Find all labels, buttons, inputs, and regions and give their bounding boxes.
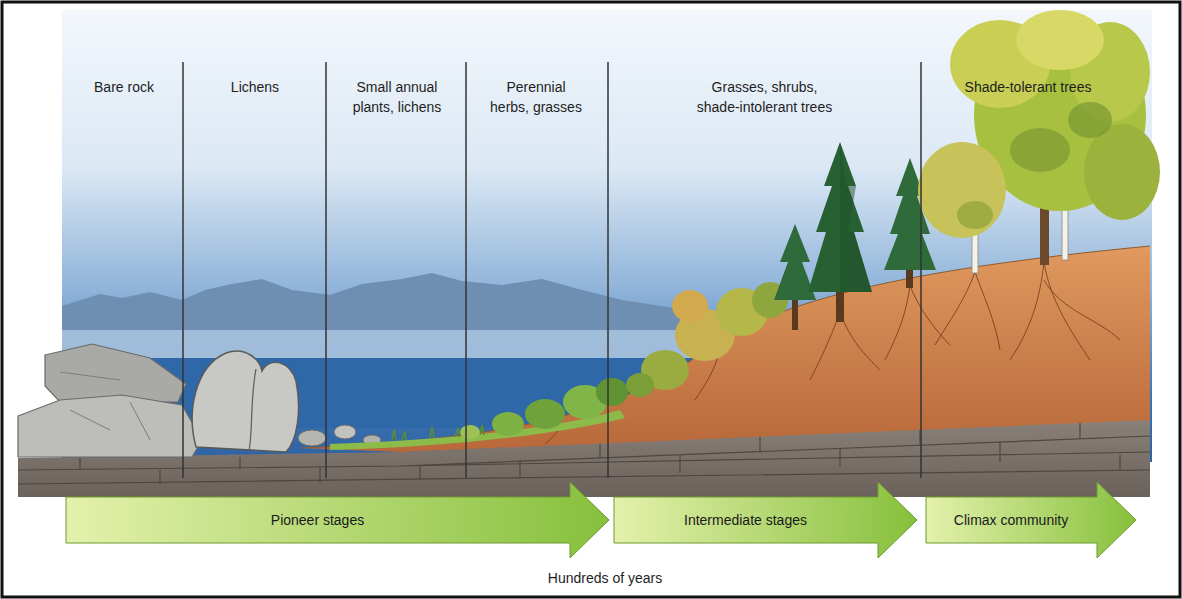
arrow-outline [926, 482, 1136, 558]
conifer-trees [774, 142, 936, 330]
stage-name: Pioneer stages [271, 511, 364, 529]
illustration-part [249, 369, 256, 451]
illustration-part [392, 425, 484, 440]
stage-arrow-band: Climax community [925, 481, 1137, 559]
illustration-part [918, 142, 1006, 238]
illustration-part [1084, 124, 1160, 220]
illustration-part [62, 330, 702, 360]
illustration-part [920, 62, 922, 478]
illustration-part [182, 62, 184, 478]
illustration-part [792, 300, 798, 330]
illustration-part [300, 246, 1150, 448]
stage-heading: Small annual plants, lichens [342, 77, 452, 117]
illustration-part [465, 62, 467, 478]
illustration-part [935, 272, 1000, 350]
illustration-part [840, 142, 872, 292]
illustration-part [836, 290, 844, 322]
shrubs [626, 282, 788, 397]
stage-heading: Grasses, shrubs, shade-intolerant trees [692, 77, 837, 117]
illustration-part [18, 395, 202, 457]
stage-heading: Lichens [185, 77, 325, 97]
stage-dividers [183, 62, 921, 478]
sky [62, 10, 1152, 462]
stage-arrow-band: Intermediate stages [613, 481, 918, 559]
arrow-outline [614, 482, 917, 558]
illustration-part [334, 425, 356, 439]
stage-name: Climax community [954, 511, 1068, 529]
illustration-part [596, 378, 628, 406]
illustration-part [885, 286, 950, 360]
time-axis-caption: Hundreds of years [480, 568, 730, 588]
stage-heading: Shade-tolerant trees [923, 77, 1133, 97]
illustration-part [325, 62, 327, 478]
illustration-part [1016, 10, 1104, 70]
illustration-part [298, 430, 326, 446]
arrow-outline [66, 482, 609, 558]
illustration-part [60, 372, 150, 440]
illustration-part [1010, 128, 1070, 172]
pioneer-plants [330, 378, 628, 450]
deciduous-trees [918, 10, 1160, 273]
illustration-part [492, 412, 524, 436]
illustration-part [808, 142, 872, 292]
stage-heading: Bare rock [65, 77, 183, 97]
illustration-part [300, 246, 1150, 452]
illustration-part [607, 62, 609, 478]
stage-name: Intermediate stages [684, 511, 807, 529]
stage-heading: Perennial herbs, grasses [487, 77, 585, 117]
illustration-part [810, 312, 880, 380]
illustration-part [545, 350, 720, 444]
illustration-part [192, 351, 298, 452]
illustration-part [62, 273, 700, 332]
stage-arrow-band: Pioneer stages [65, 481, 610, 559]
illustration-part [906, 268, 913, 288]
illustration-part [626, 373, 654, 397]
soil [300, 246, 1150, 452]
arrow-text-holder: Intermediate stages [613, 497, 878, 543]
arrow-text-holder: Climax community [925, 497, 1097, 543]
illustration-part [1068, 102, 1112, 138]
illustration-part [672, 290, 708, 322]
illustration-part [957, 201, 993, 229]
illustration-part [1010, 262, 1120, 360]
illustration-part [525, 399, 565, 429]
illustration-part [460, 425, 480, 439]
arrow-text-holder: Pioneer stages [65, 497, 570, 543]
